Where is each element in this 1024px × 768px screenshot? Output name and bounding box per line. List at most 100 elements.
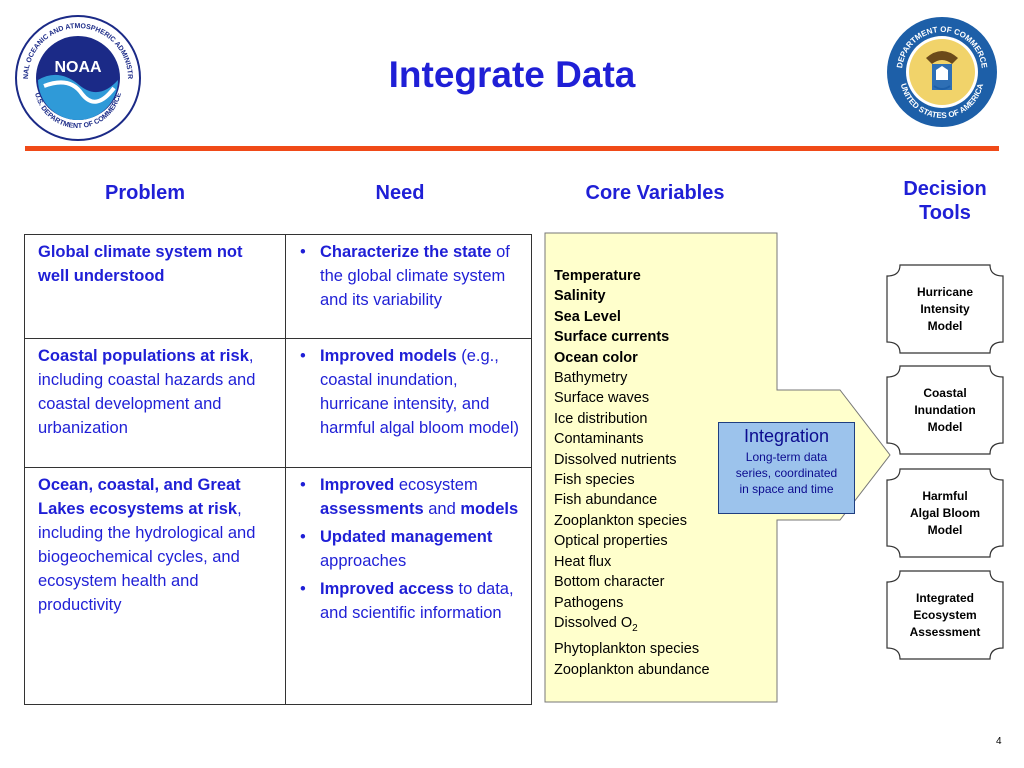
bold-text: models: [460, 500, 519, 518]
decision-tool-label-line: Algal Bloom: [909, 505, 980, 520]
problem-cell: Ocean, coastal, and Great Lakes ecosyste…: [24, 467, 286, 705]
problem-cell: Coastal populations at risk, including c…: [24, 338, 286, 468]
column-header-core-variables: Core Variables: [585, 182, 725, 204]
bold-text: Improved: [320, 476, 395, 494]
bold-text: assessments: [320, 500, 424, 518]
text: ecosystem: [394, 476, 478, 494]
slide-title: Integrate Data: [388, 54, 636, 95]
bullet-icon: •: [300, 347, 306, 365]
bullet-icon: •: [300, 243, 306, 261]
integration-subtitle-line: series, coordinated: [735, 466, 838, 480]
integration-subtitle: Long-term data series, coordinated in sp…: [719, 449, 854, 497]
table-row: Global climate system not well understoo…: [24, 234, 532, 339]
decision-tool-label-line: Inundation: [914, 402, 976, 417]
need-list: • Improved ecosystem assessments and mode…: [294, 473, 519, 625]
core-variable-item: Pathogens: [554, 594, 624, 611]
need-list-item: •Improved models (e.g., coastal inundati…: [300, 344, 519, 440]
integration-subtitle-line: in space and time: [739, 482, 834, 496]
need-cell: •Improved models (e.g., coastal inundati…: [285, 338, 532, 468]
core-variable-item: Optical properties: [554, 533, 668, 550]
bold-text: Improved access: [320, 580, 454, 598]
need-list-item: • Improved access to data, and scientific…: [300, 577, 519, 625]
integration-box: Integration Long-term data series, coord…: [718, 422, 855, 514]
text: , including the hydrological and biogeoc…: [38, 500, 256, 614]
column-header-need: Need: [375, 182, 425, 204]
need-list-item: • Characterize the state of the global cl…: [300, 240, 519, 312]
core-variable-item: Temperature: [554, 268, 641, 284]
decision-tools-line-1: Decision: [903, 178, 987, 200]
bullet-icon: •: [300, 580, 306, 598]
decision-tool-label-line: Model: [927, 318, 963, 333]
decision-tool-label-line: Coastal: [923, 385, 967, 400]
text: to data, and scientific information: [320, 580, 514, 622]
core-variable-item: Phytoplankton species: [554, 641, 700, 658]
core-variable-item: Fish abundance: [554, 492, 658, 509]
subscript: 2: [632, 622, 638, 634]
core-variable-item: Heat flux: [554, 553, 612, 570]
need-cell: • Characterize the state of the global cl…: [285, 234, 532, 339]
core-variables-arrow: [544, 232, 891, 703]
decision-tool-shape: [886, 468, 1004, 558]
core-variable-item: Salinity: [554, 288, 606, 305]
need-cell: • Improved ecosystem assessments and mode…: [285, 467, 532, 705]
svg-text:NOAA: NOAA: [54, 59, 102, 76]
decision-tool-label-line: Integrated: [915, 590, 974, 605]
core-variable-item: Bottom character: [554, 574, 665, 591]
bold-text: Ocean, coastal, and Great Lakes ecosyste…: [38, 476, 241, 518]
core-variable-item: Fish species: [554, 472, 635, 489]
table-row: Coastal populations at risk, including c…: [24, 338, 532, 468]
text: approaches: [320, 552, 407, 570]
core-variable-item: Zooplankton abundance: [554, 661, 710, 678]
integration-title: Integration: [743, 426, 830, 446]
decision-tool-shape: [886, 570, 1004, 660]
core-variable-item: Surface currents: [554, 329, 670, 346]
text: and: [423, 500, 461, 518]
need-list-item: • Improved ecosystem assessments and mode…: [300, 473, 519, 521]
text: of the global climate system and its var…: [320, 243, 510, 309]
column-header-problem: Problem: [104, 182, 186, 204]
bullet-icon: •: [300, 476, 306, 494]
core-variable-item: Contaminants: [554, 431, 644, 448]
decision-tool-label-line: Model: [927, 522, 963, 537]
noaa-logo: NOAA NATIONAL OCEANIC AND ATMOSPHERIC AD…: [14, 14, 141, 141]
page-number: 4: [996, 736, 1002, 747]
bold-text: Coastal populations at risk: [38, 347, 249, 365]
decision-tool-label-line: Intensity: [920, 301, 970, 316]
problem-cell: Global climate system not well understoo…: [24, 234, 286, 339]
core-variable-item: Bathymetry: [554, 370, 628, 387]
core-variable-item: Dissolved O2: [554, 614, 638, 634]
need-list: • Characterize the state of the global cl…: [294, 240, 519, 312]
decision-tool-label-line: Assessment: [909, 624, 981, 639]
decision-tool-shape: [886, 365, 1004, 455]
core-variable-item: Zooplankton species: [554, 512, 687, 529]
decision-tools-line-2: Tools: [919, 202, 971, 224]
decision-tool-shape: [886, 264, 1004, 354]
text: , including coastal hazards and coastal …: [38, 347, 256, 437]
bullet-icon: •: [300, 528, 306, 546]
decision-tool-label-line: Harmful: [922, 488, 968, 503]
bold-text: Updated management: [320, 528, 493, 546]
integration-subtitle-line: Long-term data: [745, 450, 828, 464]
core-variable-item: Sea Level: [554, 308, 621, 325]
department-of-commerce-seal: DEPARTMENT OF COMMERCE UNITED STATES OF …: [887, 17, 997, 127]
bold-text: Global climate system not well understoo…: [38, 243, 243, 285]
decision-tool-label-line: Ecosystem: [913, 607, 977, 622]
bold-text: Characterize the state: [320, 243, 492, 261]
decision-tool-label-line: Model: [927, 419, 963, 434]
core-variable-item: Ice distribution: [554, 410, 648, 427]
need-list: •Improved models (e.g., coastal inundati…: [294, 344, 519, 440]
title-divider: [25, 146, 999, 151]
core-variable-item: Surface waves: [554, 390, 650, 407]
decision-tool-label-line: Hurricane: [916, 284, 974, 299]
column-header-decision-tools: Decision Tools: [880, 177, 1010, 225]
core-variable-item: Ocean color: [554, 349, 638, 366]
table-row: Ocean, coastal, and Great Lakes ecosyste…: [24, 467, 532, 705]
